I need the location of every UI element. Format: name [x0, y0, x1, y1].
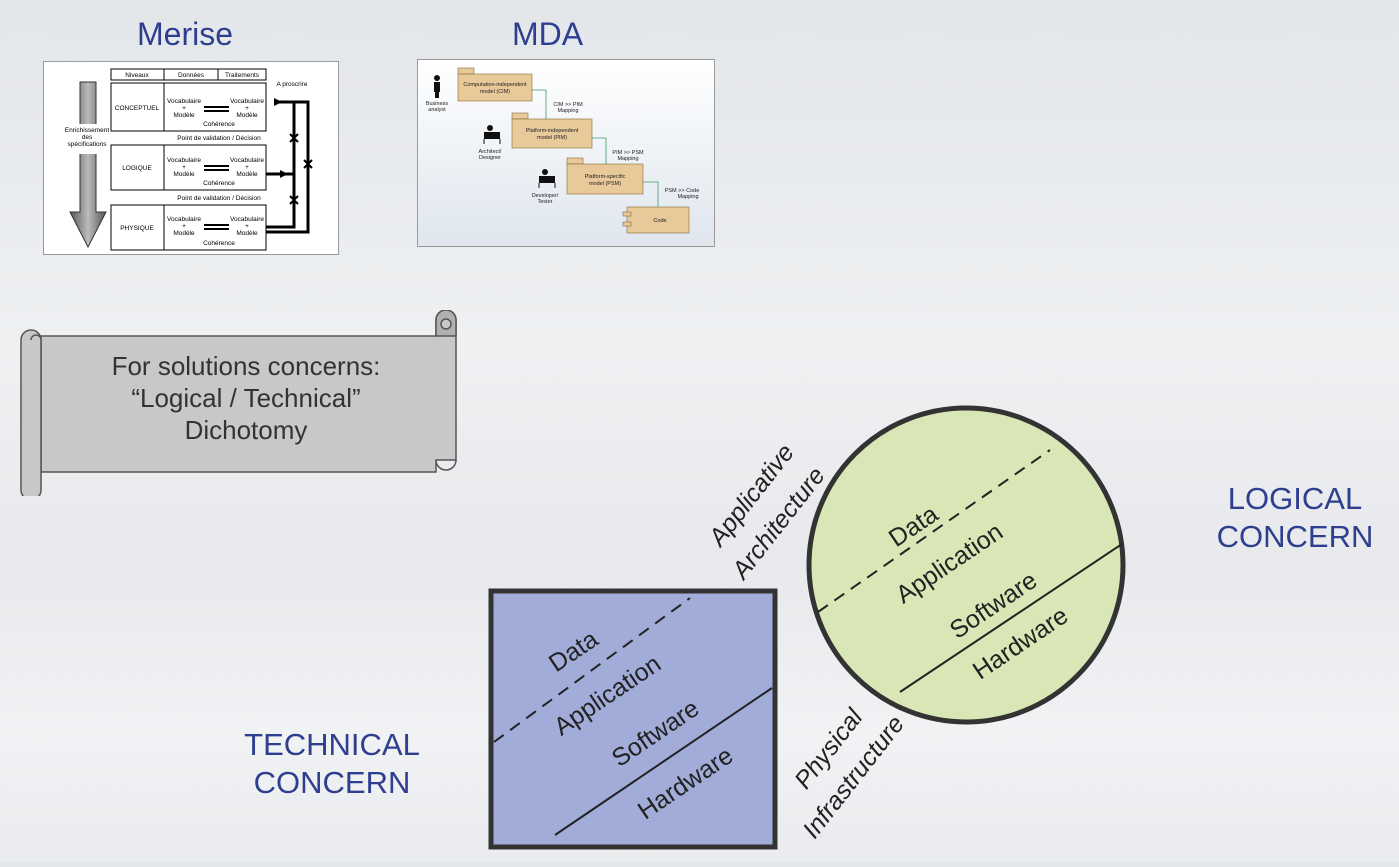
- code-component: [622, 206, 690, 234]
- role-architect: Architect/: [479, 149, 502, 155]
- pim-label-1: Platform-independent: [526, 128, 579, 134]
- square-solid-divider: [554, 687, 773, 836]
- scroll-line-3: Dichotomy: [184, 415, 308, 445]
- mapping-2-b: Mapping: [617, 156, 638, 162]
- square-layer-application: Application: [549, 650, 666, 742]
- applicative-label-2: Architecture: [725, 462, 830, 586]
- level-logique-left-2: +: [182, 164, 186, 171]
- col-header-niveaux: Niveaux: [125, 72, 149, 79]
- level-logique-left-1: Vocabulaire: [167, 157, 201, 164]
- level-logique-coherence: Cohérence: [203, 180, 235, 187]
- architect-designer-icon: [483, 125, 501, 144]
- level-conceptuel-left-1: Vocabulaire: [167, 98, 201, 105]
- level-conceptuel: CONCEPTUEL: [115, 105, 160, 112]
- physical-label-1: Physical: [789, 703, 869, 795]
- level-logique-right-1: Vocabulaire: [230, 157, 264, 164]
- level-conceptuel-right-1: Vocabulaire: [230, 98, 264, 105]
- level-conceptuel-right-3: Modèle: [236, 112, 258, 119]
- role-designer: Designer: [479, 155, 501, 161]
- level-conceptuel-left-2: +: [182, 105, 186, 112]
- enrichment-label-1: Enrichissement: [65, 127, 110, 134]
- technical-line-1: TECHNICAL: [244, 727, 420, 762]
- enrichment-label-2: des: [82, 134, 93, 141]
- merise-diagram: Niveaux Données Traitements A proscrire …: [43, 61, 339, 255]
- level-logique: LOGIQUE: [122, 165, 152, 172]
- circle-layer-software: Software: [945, 566, 1042, 644]
- level-conceptuel-coherence: Cohérence: [203, 121, 235, 128]
- validation-point-1: Point de validation / Décision: [177, 135, 261, 142]
- level-physique-right-1: Vocabulaire: [230, 216, 264, 223]
- role-business: Business: [426, 101, 449, 107]
- square-dashed-divider: [493, 597, 691, 743]
- cim-label-2: model (CIM): [480, 89, 510, 95]
- pim-label-2: model (PIM): [537, 135, 567, 141]
- level-conceptuel-left-3: Modèle: [173, 112, 195, 119]
- psm-package: [566, 157, 644, 195]
- validation-point-2: Point de validation / Décision: [177, 195, 261, 202]
- circle-layer-application: Application: [891, 518, 1008, 610]
- level-physique-left-1: Vocabulaire: [167, 216, 201, 223]
- applicative-label-1: Applicative: [702, 439, 800, 553]
- circle-dashed-divider: [817, 449, 1051, 613]
- logical-line-2: CONCERN: [1216, 519, 1374, 554]
- square-layer-hardware: Hardware: [633, 741, 739, 825]
- scroll-line-1: For solutions concerns:: [111, 351, 381, 381]
- physical-label-2: Infrastructure: [797, 710, 910, 843]
- psm-label-1: Platform-specific: [585, 174, 626, 180]
- mapping-3-b: Mapping: [677, 194, 698, 200]
- level-physique-coherence: Cohérence: [203, 240, 235, 247]
- technical-concern-label: TECHNICAL CONCERN: [222, 726, 442, 802]
- logical-line-1: LOGICAL: [1227, 481, 1363, 516]
- role-tester: Tester: [538, 199, 553, 205]
- cross-marks: [289, 133, 313, 205]
- technical-square: [488, 588, 778, 850]
- level-physique-right-3: Modèle: [236, 230, 258, 237]
- scroll-text: For solutions concerns: “Logical / Techn…: [56, 350, 436, 446]
- enrichment-arrow: [69, 81, 107, 249]
- circle-solid-divider: [899, 541, 1123, 693]
- business-analyst-icon: [434, 75, 440, 98]
- mapping-1-b: Mapping: [557, 108, 578, 114]
- col-header-traitements: Traitements: [225, 72, 260, 79]
- enrichment-label-3: spécifications: [67, 141, 107, 148]
- mapping-1-a: CIM >> PIM: [553, 102, 583, 108]
- mapping-arrows: [532, 89, 659, 207]
- logical-circle: [806, 405, 1126, 725]
- col-header-donnees: Données: [178, 72, 205, 79]
- level-physique-right-2: +: [245, 223, 249, 230]
- level-logique-right-2: +: [245, 164, 249, 171]
- mapping-3-a: PSM >> Code: [665, 188, 700, 194]
- circle-layer-hardware: Hardware: [968, 601, 1074, 685]
- logical-concern-label: LOGICAL CONCERN: [1200, 480, 1390, 556]
- square-layer-software: Software: [607, 694, 704, 772]
- pim-package: [511, 112, 593, 149]
- square-layer-data: Data: [544, 625, 604, 678]
- level-logique-right-3: Modèle: [236, 171, 258, 178]
- scroll-line-2: “Logical / Technical”: [131, 383, 361, 413]
- level-physique-left-2: +: [182, 223, 186, 230]
- mda-heading: MDA: [512, 16, 584, 52]
- mapping-2-a: PIM >> PSM: [612, 150, 644, 156]
- arrow-heads: [274, 98, 288, 178]
- developer-tester-icon: [538, 169, 556, 188]
- mda-diagram: Business analyst Architect/ Designer Dev…: [417, 59, 715, 247]
- role-developer: Developer/: [532, 193, 559, 199]
- merise-heading: Merise: [137, 16, 234, 52]
- circle-layer-data: Data: [884, 500, 944, 553]
- level-physique: PHYSIQUE: [120, 225, 154, 232]
- cim-package: [457, 67, 533, 102]
- technical-line-2: CONCERN: [253, 765, 411, 800]
- code-label: Code: [653, 218, 666, 224]
- feedback-arrows: [266, 100, 310, 234]
- side-note: A proscrire: [276, 81, 307, 88]
- psm-label-2: model (PSM): [589, 181, 621, 187]
- role-analyst: analyst: [428, 107, 446, 113]
- level-conceptuel-right-2: +: [245, 105, 249, 112]
- cim-label-1: Computation-independent: [463, 82, 527, 88]
- level-physique-left-3: Modèle: [173, 230, 195, 237]
- level-logique-left-3: Modèle: [173, 171, 195, 178]
